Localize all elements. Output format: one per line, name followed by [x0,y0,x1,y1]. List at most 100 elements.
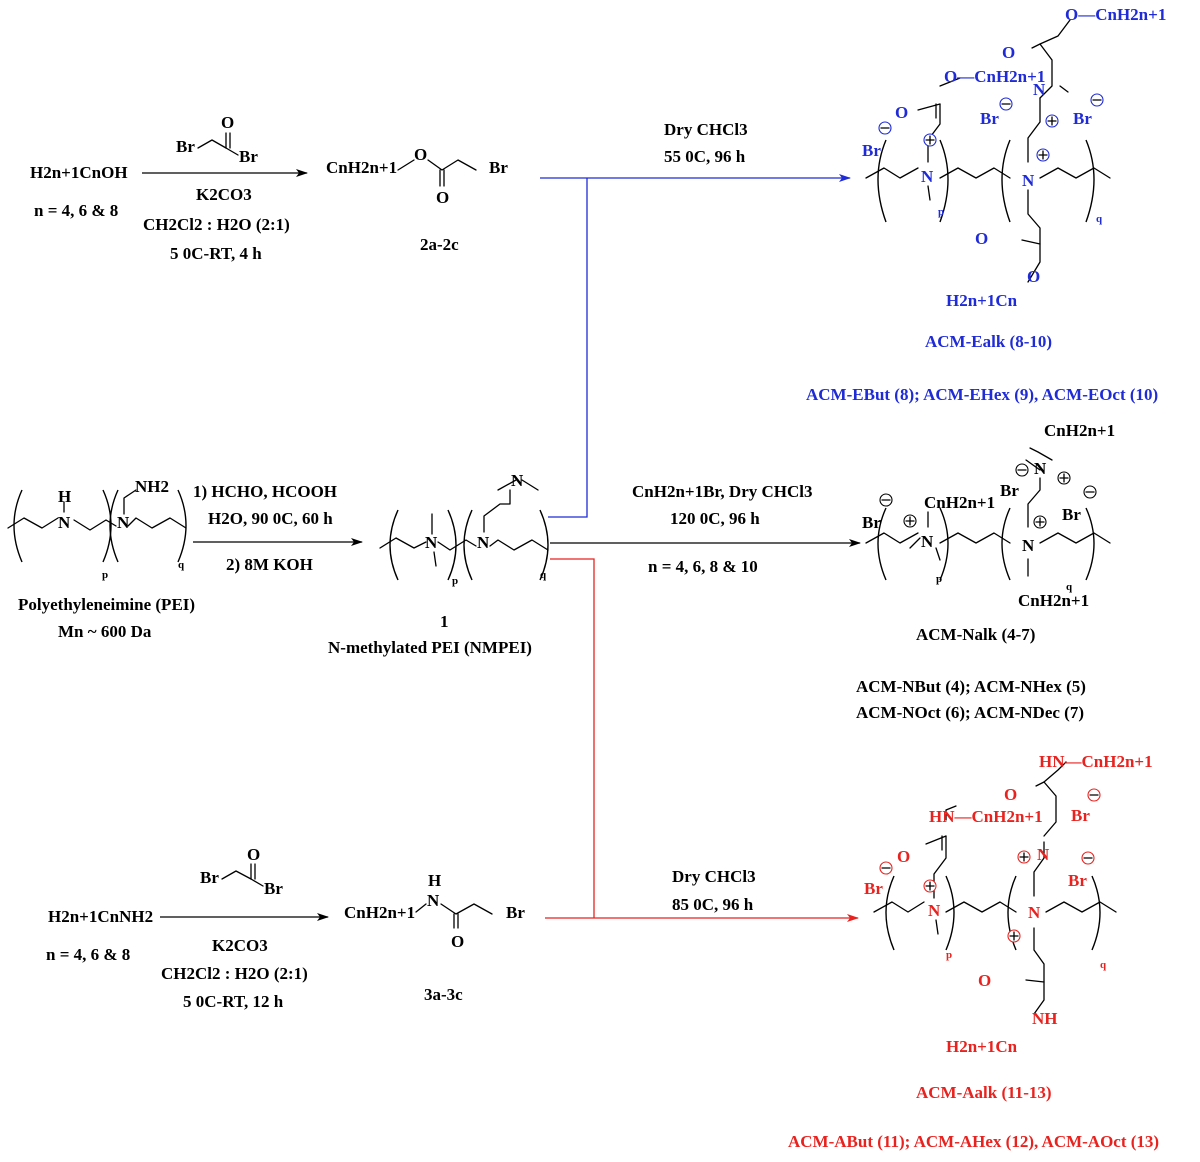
carbonyl-oxygen: O [1002,43,1015,62]
svg-text:p: p [452,575,458,587]
svg-text:N: N [1037,845,1050,864]
bromoacetamide-product: CnH2n+1 H N O Br [344,871,525,951]
ester-intermediate-label: 2a-2c [420,235,459,254]
bromoacetyl-bromide-reagent-top: Br O Br [176,113,258,166]
svg-text:q: q [1066,581,1073,593]
ester-chain-left: H2n+1Cn [946,291,1018,310]
bromoacetate-ester-product: CnH2n+1 O O Br [326,145,508,207]
svg-text:Br: Br [864,879,883,898]
amine-reactant: H2n+1CnNH2 [48,907,153,926]
svg-text:N: N [58,513,71,532]
carbonyl-oxygen: O [895,103,908,122]
svg-text:Br: Br [862,513,881,532]
alkyl-chain: CnH2n+1 [1044,421,1115,440]
svg-text:CnH2n+1: CnH2n+1 [326,158,397,177]
svg-text:Br: Br [506,903,525,922]
nmpei-structure: N N N p q [379,471,549,587]
quaternary-nitrogen: N [921,167,934,186]
amine-n-values: n = 4, 6 & 8 [46,945,130,964]
svg-text:Br: Br [264,879,283,898]
bottom-conditions: 5 0C-RT, 12 h [183,992,284,1011]
svg-text:Br: Br [1000,481,1019,500]
methylation-step1-conditions: H2O, 90 0C, 60 h [208,509,333,528]
methylation-step2: 2) 8M KOH [226,555,313,574]
top-base: K2CO3 [196,185,252,204]
svg-text:p: p [938,206,944,218]
svg-text:N: N [1028,903,1041,922]
svg-text:q: q [1100,959,1107,971]
bromoacetyl-bromide-reagent-bottom: Br O Br [200,845,283,898]
quaternary-nitrogen: N [1033,80,1046,99]
svg-text:N: N [928,901,941,920]
svg-text:Br: Br [1068,871,1087,890]
top-solvent: CH2Cl2 : H2O (2:1) [143,215,290,234]
svg-text:O: O [978,971,991,990]
svg-text:q: q [540,569,547,581]
alkyl-polymer-label: ACM-Nalk (4-7) [916,625,1035,644]
svg-text:p: p [936,573,942,585]
alkyl-polymer-structure: Br Br Br N N N CnH2n+1 CnH2n+1 CnH2n+1 p… [862,421,1115,610]
ester-polymer-label: ACM-Ealk (8-10) [925,332,1052,351]
ester-chain: O—CnH2n+1 [944,67,1045,86]
alkyl-chain: CnH2n+1 [924,493,995,512]
bottom-solvent: CH2Cl2 : H2O (2:1) [161,964,308,983]
amide-polymer-label: ACM-Aalk (11-13) [916,1083,1052,1102]
alcohol-reactant: H2n+1CnOH [30,163,128,182]
pei-name: Polyethyleneimine (PEI) [18,595,195,614]
svg-text:H: H [428,871,441,890]
svg-text:O: O [451,932,464,951]
bottom-step-solvent: Dry CHCl3 [672,867,756,886]
svg-text:N: N [117,513,130,532]
ester-polymer-structure: Br Br Br N N N O O O O O—CnH2n+1 O—CnH2n… [862,5,1166,310]
svg-text:O: O [247,845,260,864]
ester-chain: O—CnH2n+1 [1065,5,1166,24]
bottom-base: K2CO3 [212,936,268,955]
svg-text:N: N [511,471,524,490]
amide-route: H2n+1CnNH2 n = 4, 6 & 8 Br O Br K2CO3 CH… [46,845,859,1011]
svg-text:Br: Br [239,147,258,166]
svg-text:H: H [58,487,71,506]
pei-structure: H N NH2 N p q [7,477,187,581]
amide-polymer-variants: ACM-ABut (11); ACM-AHex (12), ACM-AOct (… [788,1132,1159,1151]
top-conditions: 5 0C-RT, 4 h [170,244,262,263]
svg-text:O: O [436,188,449,207]
alkylation-conditions: 120 0C, 96 h [670,509,760,528]
svg-text:Br: Br [1062,505,1081,524]
svg-text:Br: Br [200,868,219,887]
amide-intermediate-label: 3a-3c [424,985,463,1004]
svg-text:Br: Br [1071,806,1090,825]
alkyl-polymer-variants-1: ACM-NBut (4); ACM-NHex (5) [856,677,1086,696]
ester-route-connector [548,178,588,518]
svg-text:p: p [102,569,108,581]
svg-text:NH2: NH2 [135,477,169,496]
svg-text:CnH2n+1: CnH2n+1 [344,903,415,922]
svg-text:O: O [1004,785,1017,804]
ester-polymer-variants: ACM-EBut (8); ACM-EHex (9), ACM-EOct (10… [806,385,1158,404]
svg-text:N: N [427,891,440,910]
svg-text:N: N [1022,536,1035,555]
svg-text:N: N [921,532,934,551]
amide-route-connector [550,558,595,918]
bromide-counterion: Br [1073,109,1092,128]
svg-text:Br: Br [489,158,508,177]
svg-text:N: N [477,533,490,552]
svg-text:N: N [1034,459,1047,478]
amide-polymer-structure: Br Br Br N N N O O O HN—CnH2n+1 HN—CnH2n… [864,752,1153,1056]
amide-chain-left: H2n+1Cn [946,1037,1018,1056]
nmpei-compound-number: 1 [440,612,449,631]
carbonyl-oxygen: O [975,229,988,248]
svg-text:N: N [425,533,438,552]
methylation-step1: 1) HCHO, HCOOH [193,482,337,501]
nmpei-name: N-methylated PEI (NMPEI) [328,638,532,657]
ester-route: H2n+1CnOH n = 4, 6 & 8 Br O Br K2CO3 CH2… [30,113,851,518]
quaternary-nitrogen: N [1022,171,1035,190]
pei-molecular-weight: Mn ~ 600 Da [58,622,152,641]
alcohol-n-values: n = 4, 6 & 8 [34,201,118,220]
alkylation-n-values: n = 4, 6, 8 & 10 [648,557,758,576]
svg-text:O: O [414,145,427,164]
bromide-counterion: Br [862,141,881,160]
alkylation-reagent: CnH2n+1Br, Dry CHCl3 [632,482,813,501]
amide-chain: HN—CnH2n+1 [929,807,1043,826]
svg-text:p: p [946,949,952,961]
